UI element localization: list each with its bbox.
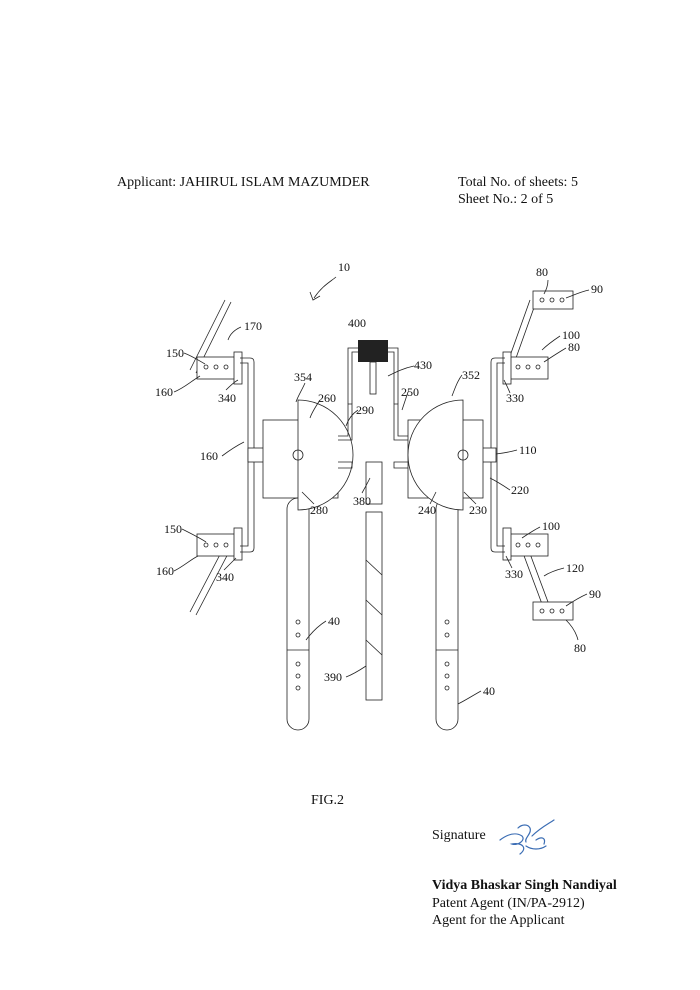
ref-170: 170 [244,319,262,333]
pointer-arrow [314,277,336,298]
ref-354: 354 [294,370,312,384]
top-mechanism [348,340,398,404]
ref-150-top: 150 [166,346,184,360]
ref-400: 400 [348,316,366,330]
ref-250: 250 [401,385,419,399]
ref-10: 10 [338,260,350,274]
ref-160-bottom: 160 [156,564,174,578]
agent-registration: Patent Agent (IN/PA-2912) [432,895,585,912]
ref-280: 280 [310,503,328,517]
right-assembly [394,400,483,730]
ref-150-bottom: 150 [164,522,182,536]
ref-160-top: 160 [155,385,173,399]
ref-260: 260 [318,391,336,405]
agent-role: Agent for the Applicant [432,912,565,929]
ref-40-right: 40 [483,684,495,698]
ref-290: 290 [356,403,374,417]
ref-40-left: 40 [328,614,340,628]
ref-80-top: 80 [536,265,548,279]
ref-100-bottom: 100 [542,519,560,533]
ref-80-bottom: 80 [574,641,586,655]
figure-caption: FIG.2 [311,792,344,809]
ref-340-top: 340 [218,391,236,405]
agent-name: Vidya Bhaskar Singh Nandiyal [432,877,617,894]
signature-label: Signature [432,827,486,844]
ref-330-top: 330 [506,391,524,405]
ref-160-mid: 160 [200,449,218,463]
ref-220: 220 [511,483,529,497]
ref-352: 352 [462,368,480,382]
ref-380: 380 [353,494,371,508]
ref-90-top: 90 [591,282,603,296]
ref-430: 430 [414,358,432,372]
ref-240: 240 [418,503,436,517]
ref-390: 390 [324,670,342,684]
ref-330-bottom: 330 [505,567,523,581]
ref-110: 110 [519,443,537,457]
ref-230: 230 [469,503,487,517]
ref-90-bottom: 90 [589,587,601,601]
signature-scribble [496,816,560,858]
ref-80-mid: 80 [568,340,580,354]
ref-340-bottom: 340 [216,570,234,584]
ref-120: 120 [566,561,584,575]
